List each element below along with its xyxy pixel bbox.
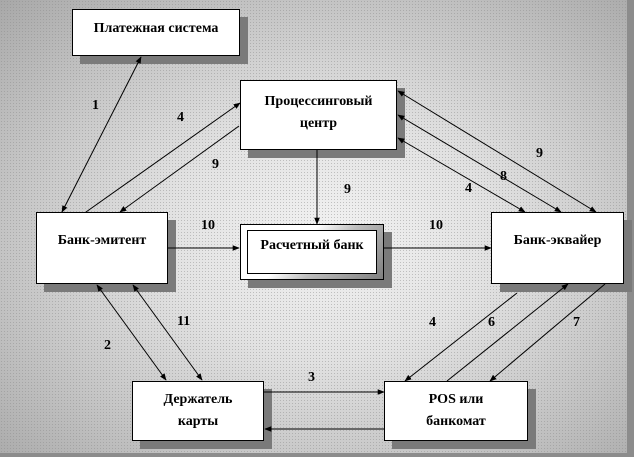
node-settlement-bank[interactable]: Расчетный банк bbox=[247, 230, 377, 274]
processing-center-label-2: центр bbox=[299, 116, 338, 131]
pos-label-2: банкомат bbox=[426, 414, 486, 429]
node-processing-center[interactable]: Процессинговый центр bbox=[240, 80, 397, 150]
edge-label-4-acquirer: 4 bbox=[465, 181, 472, 196]
edge-4-acquirer-pos bbox=[404, 292, 518, 382]
node-payment-system[interactable]: Платежная система bbox=[72, 9, 240, 56]
edge-9-processing-issuer bbox=[119, 125, 240, 213]
node-cardholder[interactable]: Держатель карты bbox=[132, 381, 264, 441]
node-acquirer-bank[interactable]: Банк-эквайер bbox=[491, 212, 624, 284]
frame-bottom bbox=[0, 453, 634, 457]
edge-label-8-acquirer: 8 bbox=[500, 169, 507, 184]
edge-11-issuer-cardholder bbox=[132, 284, 203, 381]
edge-label-1: 1 bbox=[92, 98, 99, 113]
node-pos-terminal[interactable]: POS или банкомат bbox=[384, 381, 528, 441]
edge-label-2: 2 bbox=[104, 338, 111, 353]
edge-8-processing-acquirer bbox=[397, 114, 562, 213]
processing-center-label-1: Процессинговый bbox=[264, 94, 373, 109]
edge-9-processing-acquirer bbox=[397, 90, 597, 213]
payment-system-label: Платежная система bbox=[93, 21, 219, 36]
pos-label-1: POS или bbox=[428, 392, 484, 407]
edge-label-10-right: 10 bbox=[429, 218, 443, 233]
edge-label-3: 3 bbox=[308, 370, 315, 385]
edge-label-11: 11 bbox=[177, 314, 191, 329]
edge-label-7: 7 bbox=[573, 315, 580, 330]
issuer-bank-label: Банк-эмитент bbox=[57, 233, 147, 248]
edge-label-4-issuer: 4 bbox=[177, 110, 184, 125]
edge-label-9-acquirer: 9 bbox=[536, 146, 543, 161]
acquirer-bank-label: Банк-эквайер bbox=[513, 233, 602, 248]
edge-7-acquirer-pos bbox=[489, 283, 606, 382]
edge-6-pos-acquirer bbox=[446, 283, 569, 382]
edge-label-4-pos: 4 bbox=[429, 315, 436, 330]
edge-1-issuer-payment bbox=[61, 56, 142, 213]
node-issuer-bank[interactable]: Банк-эмитент bbox=[36, 212, 168, 284]
settlement-bank-label: Расчетный банк bbox=[260, 238, 364, 253]
edge-label-9-settlement: 9 bbox=[344, 182, 351, 197]
edge-label-9-issuer: 9 bbox=[212, 157, 219, 172]
edge-label-6: 6 bbox=[488, 315, 495, 330]
cardholder-label-2: карты bbox=[177, 414, 219, 429]
edge-2-issuer-cardholder bbox=[96, 284, 167, 381]
cardholder-label-1: Держатель bbox=[163, 392, 233, 407]
edge-label-10-left: 10 bbox=[201, 218, 215, 233]
